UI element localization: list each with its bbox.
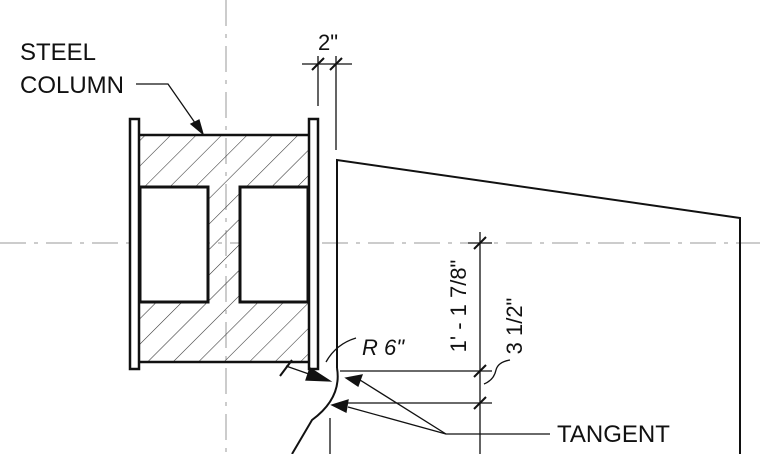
right-flange-plate bbox=[307, 117, 320, 371]
right-void bbox=[238, 185, 310, 304]
steel-column-label-line1: STEEL bbox=[20, 39, 96, 66]
vertical-dimension-label: 1' - 1 7/8" bbox=[446, 260, 471, 353]
left-flange-plate bbox=[128, 117, 141, 371]
adjoining-element-outline bbox=[291, 158, 741, 454]
left-void bbox=[138, 185, 210, 304]
vertical-dimension-lines bbox=[340, 232, 511, 454]
tangent-leaders bbox=[330, 374, 550, 435]
steel-column-label-line2: COLUMN bbox=[20, 72, 124, 99]
steel-column-section bbox=[128, 117, 320, 371]
radius-curve bbox=[291, 367, 339, 454]
radius-label: R 6" bbox=[362, 335, 405, 360]
gap-dimension-label: 2" bbox=[318, 30, 338, 55]
radius-leader bbox=[279, 337, 357, 382]
column-leader bbox=[136, 83, 205, 136]
small-dimension-label: 3 1/2" bbox=[502, 298, 527, 355]
gap-dimension bbox=[302, 56, 352, 150]
tangent-label: TANGENT bbox=[557, 421, 670, 448]
